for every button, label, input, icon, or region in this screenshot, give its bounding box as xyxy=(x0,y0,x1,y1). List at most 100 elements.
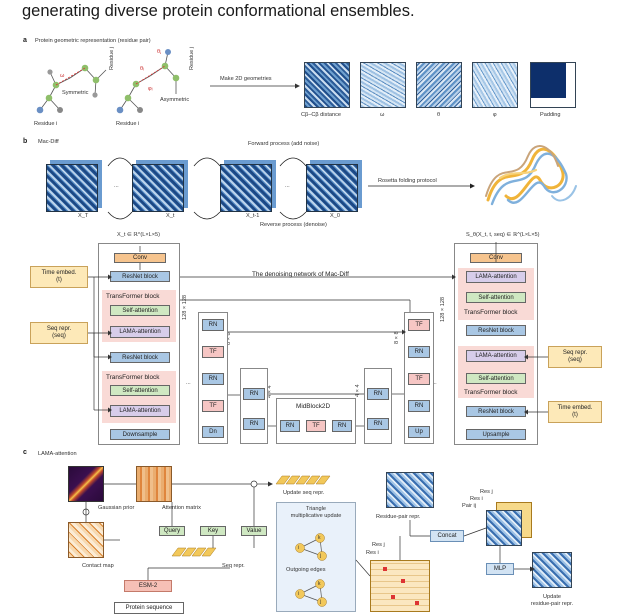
map-label-4: Padding xyxy=(540,112,561,118)
value-box: Value xyxy=(241,526,267,536)
svg-text:Residue j: Residue j xyxy=(109,47,115,70)
enc-self-attn-1: Self-attention xyxy=(110,305,170,316)
residue-grid xyxy=(370,560,430,612)
seq-repr-left: Seq repr. (seq) xyxy=(30,322,88,344)
map-cb-distance xyxy=(304,62,350,108)
svg-text:Residue j: Residue j xyxy=(189,47,195,70)
phi-i-symbol: φᵢ xyxy=(148,86,153,92)
symmetric-label: Symmetric xyxy=(62,90,89,96)
dec-transformer-2: TransFormer block xyxy=(464,389,518,396)
triangle-update-panel xyxy=(276,502,356,612)
enc-downsample: Downsample xyxy=(110,429,170,440)
node-i-1: i xyxy=(298,545,300,551)
unet-right-3: RN xyxy=(408,400,430,412)
dec-upsample: Upsample xyxy=(466,429,526,440)
map-label-3: φ xyxy=(493,112,497,118)
unet-mid-right-0: RN xyxy=(367,388,389,400)
unet-right-1: RN xyxy=(408,346,430,358)
enc-transformer-2: TransFormer block xyxy=(106,374,160,381)
unet-mid-left-0: RN xyxy=(243,388,265,400)
dec-resnet-1: ResNet block xyxy=(466,325,526,336)
res-i-label: Res i xyxy=(366,550,379,556)
mid-1: TF xyxy=(306,420,326,432)
query-box: Query xyxy=(159,526,185,536)
noise-stack-xt xyxy=(132,164,184,212)
panel-c-letter: c xyxy=(23,449,27,456)
mlp-box: MLP xyxy=(486,563,514,575)
unet-mid-left-1: RN xyxy=(243,418,265,430)
res-right-1: Res i xyxy=(470,496,483,502)
key-box: Key xyxy=(200,526,226,536)
unet-right-2: TF xyxy=(408,373,430,385)
residue-i-label-asym: Residue i xyxy=(116,121,140,127)
gaussian-prior-heatmap xyxy=(68,466,104,502)
panel-b-letter: b xyxy=(23,138,28,145)
residue-i-label-sym: Residue i xyxy=(34,121,58,127)
make-2d-geometries-label: Make 2D geometries xyxy=(220,76,272,82)
asymmetric-label: Asymmetric xyxy=(160,97,190,103)
forward-process-label: Forward process (add noise) xyxy=(248,141,320,147)
panel-c-title: LAMA-attention xyxy=(38,451,77,457)
res-right-2: Pair ij xyxy=(462,503,476,509)
triangle-label: Triangle multiplicative update xyxy=(290,506,342,519)
noise-stack-xT xyxy=(46,164,98,212)
label-x0: X_0 xyxy=(330,213,340,219)
theta-i-symbol: θᵢ xyxy=(140,66,144,72)
time-embed-right: Time embed. (t) xyxy=(548,401,602,423)
score-output-dim: S_θ(X_t, t, seq) ∈ ℝ^(L×L×5) xyxy=(466,232,540,238)
unet-right-4: Up xyxy=(408,426,430,438)
caption-heading: generating diverse protein conformationa… xyxy=(22,2,415,20)
network-title: The denoising network of Mac-Diff xyxy=(252,271,349,278)
unet-left-1: TF xyxy=(202,346,224,358)
unet-left-0: RN xyxy=(202,319,224,331)
dec-self-attn-2: Self-attention xyxy=(466,373,526,384)
residue-pair-repr-stack xyxy=(386,472,434,508)
midblock-label: MidBlock2D xyxy=(296,403,331,410)
enc-self-attn-2: Self-attention xyxy=(110,385,170,396)
gaussian-prior-label: Gaussian prior xyxy=(98,505,135,511)
residue-pair-label: Residue-pair repr. xyxy=(376,514,421,520)
noise-stack-xt-1 xyxy=(220,164,272,212)
node-k-2: k xyxy=(318,581,321,587)
ellipsis-2: ... xyxy=(285,183,290,189)
label-xt: X_t xyxy=(166,213,175,219)
panel-a-letter: a xyxy=(23,37,27,44)
node-j-1: j xyxy=(320,553,322,559)
mid-2: RN xyxy=(332,420,352,432)
attention-matrix-label: Attention matrix xyxy=(162,505,201,511)
unet-left-4: Dn xyxy=(202,426,224,438)
unet-left-2: RN xyxy=(202,373,224,385)
unet-mid-left-column xyxy=(240,368,268,444)
map-label-2: θ xyxy=(437,112,441,118)
map-phi xyxy=(472,62,518,108)
enc-transformer-1: TransFormer block xyxy=(106,293,160,300)
unet-left-3: TF xyxy=(202,400,224,412)
res-j-label: Res j xyxy=(372,542,385,548)
enc-conv: Conv xyxy=(114,253,166,263)
seq-repr-right: Seq repr. (seq) xyxy=(548,346,602,368)
ellipsis-1: ... xyxy=(114,183,119,189)
map-theta xyxy=(416,62,462,108)
noise-stack-x0 xyxy=(306,164,358,212)
reverse-process-label: Reverse process (denoise) xyxy=(260,222,327,228)
ellipsis-3: ... xyxy=(186,380,191,386)
esm2-box: ESM-2 xyxy=(124,580,172,592)
contact-map-label: Contact map xyxy=(82,563,114,569)
dec-lama-attn-1: LAMA-attention xyxy=(466,271,526,283)
ellipsis-4: ... xyxy=(432,380,437,386)
seq-repr-label: Seq repr. xyxy=(222,563,245,569)
label-xT: X_T xyxy=(78,213,89,219)
unet-right-0: TF xyxy=(408,319,430,331)
panel-a-title: Protein geometric representation (residu… xyxy=(35,38,151,44)
dec-self-attn-1: Self-attention xyxy=(466,292,526,303)
mid-0: RN xyxy=(280,420,300,432)
res-right-0: Res j xyxy=(480,489,493,495)
update-pair-label: Update residue-pair repr. xyxy=(530,594,574,607)
